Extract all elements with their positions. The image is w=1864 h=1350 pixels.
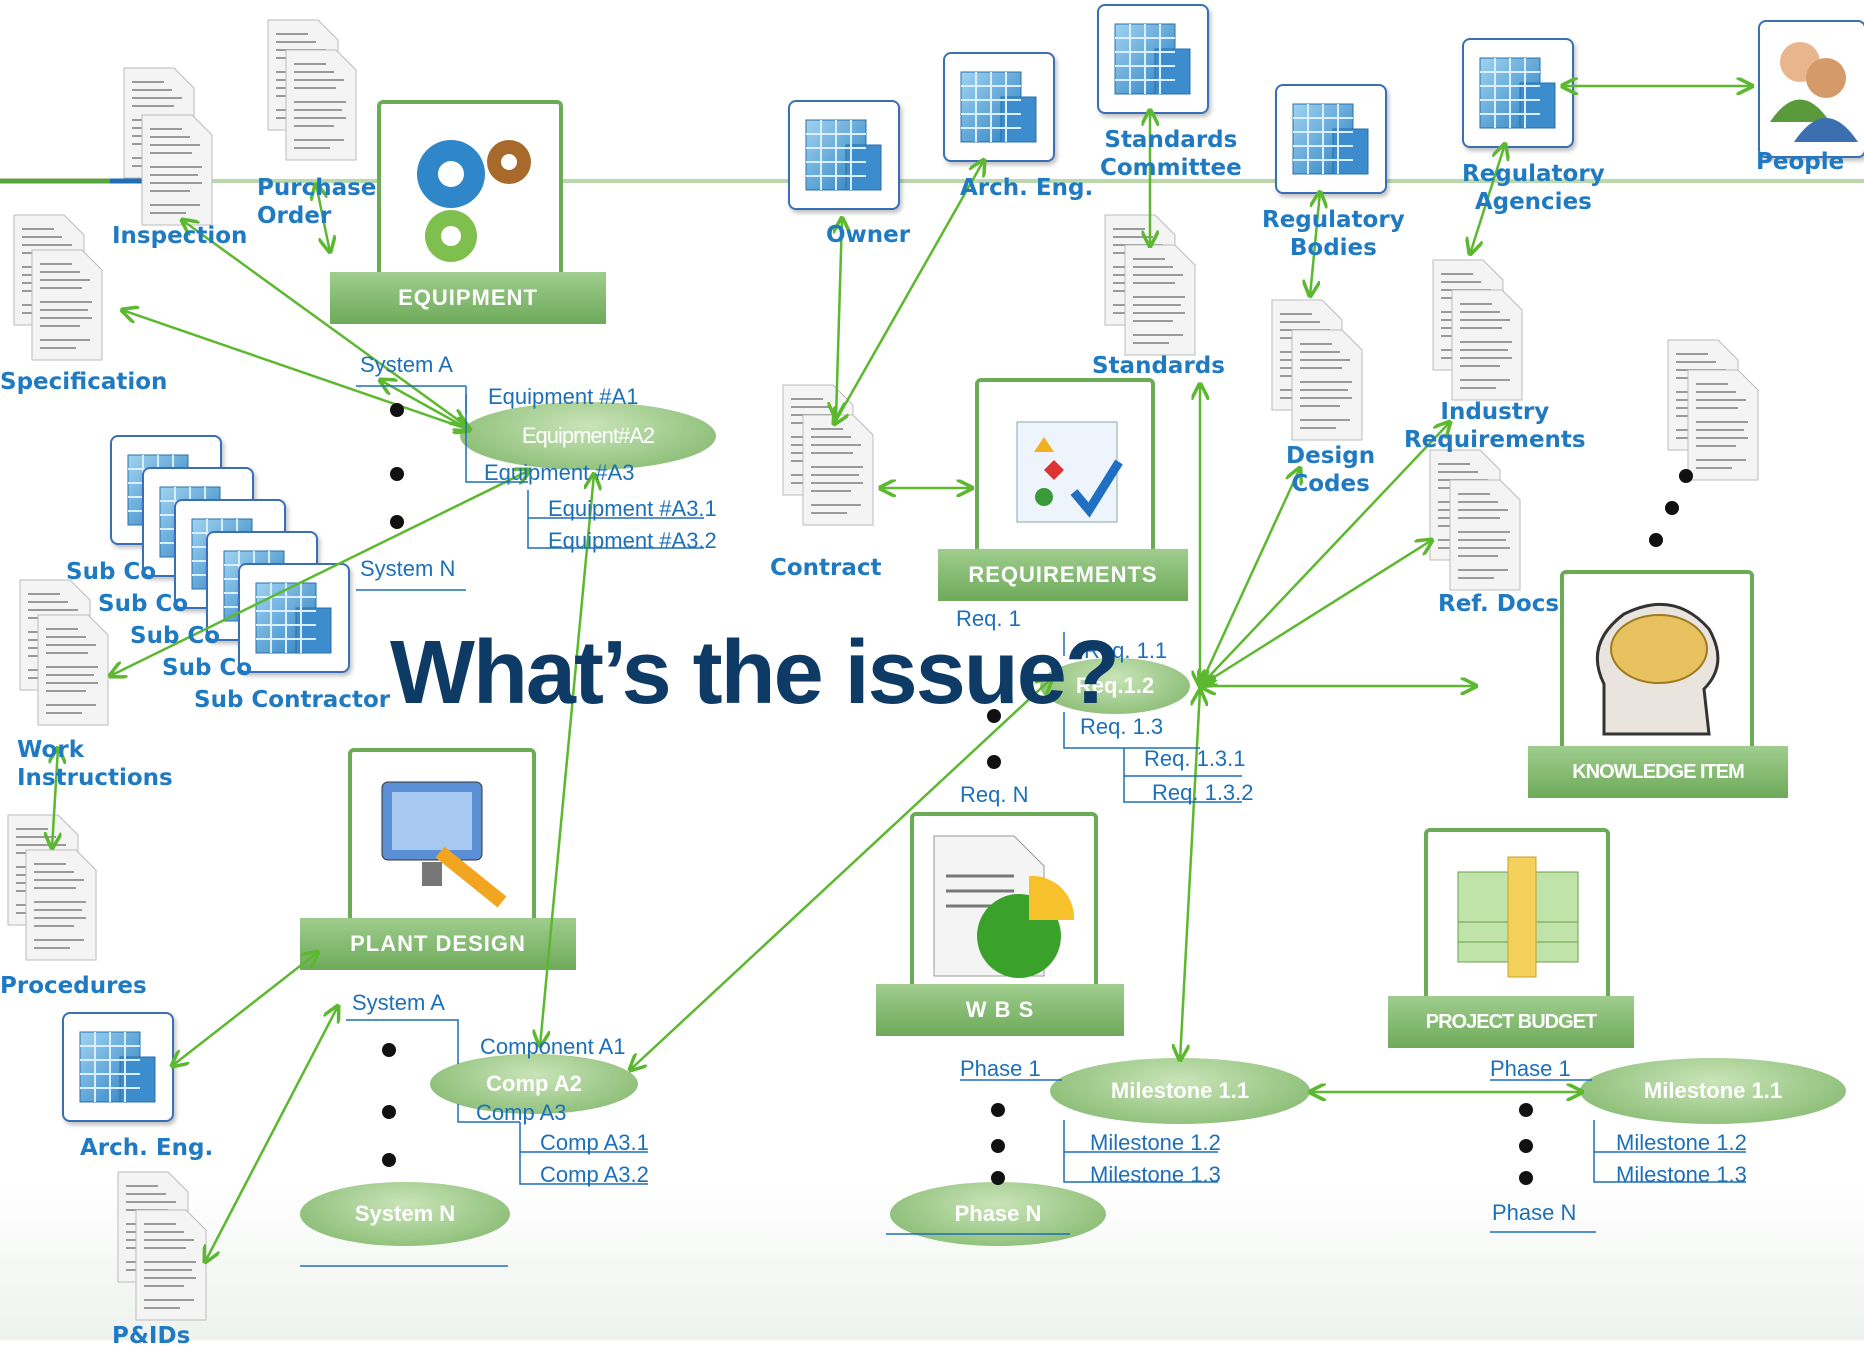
sub-contractor-label-2: Sub Co <box>98 591 189 617</box>
arch-eng-bottom-label: Arch. Eng. <box>80 1135 214 1161</box>
regulatory-agencies-icon <box>1462 38 1574 148</box>
ref-docs-label: Ref. Docs <box>1438 591 1560 617</box>
req-1-1[interactable]: Req. 1.1 <box>1084 638 1168 663</box>
arch-eng-top-label: Arch. Eng. <box>960 175 1094 201</box>
wbs-milestone-1-2[interactable]: Milestone 1.2 <box>1090 1130 1221 1155</box>
specification-label: Specification <box>0 369 168 395</box>
plant-design-banner[interactable]: PLANT DESIGN <box>300 918 576 970</box>
budget-phase-1[interactable]: Phase 1 <box>1490 1056 1571 1081</box>
comp-a3-2[interactable]: Comp A3.2 <box>540 1162 649 1187</box>
system-n-equipment[interactable]: System N <box>360 556 456 581</box>
contract-label: Contract <box>770 555 882 581</box>
requirements-module-icon[interactable] <box>975 378 1155 562</box>
wbs-milestone-1-1-node[interactable]: Milestone 1.1 <box>1050 1058 1310 1124</box>
req-1-3-1[interactable]: Req. 1.3.1 <box>1144 746 1246 771</box>
req-1-2-node[interactable]: Req.1.2 <box>1040 658 1190 714</box>
project-budget-module-icon[interactable] <box>1424 828 1610 1012</box>
standards-committee-icon <box>1097 4 1209 114</box>
regulatory-bodies-icon <box>1275 84 1387 194</box>
component-a1[interactable]: Component A1 <box>480 1034 626 1059</box>
wbs-phase-1[interactable]: Phase 1 <box>960 1056 1041 1081</box>
headline-title: What’s the issue? <box>390 623 1120 723</box>
knowledge-item-module-icon[interactable] <box>1560 570 1754 764</box>
sub-contractor-label-4: Sub Co <box>162 655 253 681</box>
budget-phase-n[interactable]: Phase N <box>1492 1200 1577 1225</box>
equipment-a3-1[interactable]: Equipment #A3.1 <box>548 496 717 521</box>
wbs-phase-n-node[interactable]: Phase N <box>890 1182 1106 1246</box>
arch-eng-bottom-icon <box>62 1012 174 1122</box>
req-1[interactable]: Req. 1 <box>956 606 1021 631</box>
equipment-a3-2[interactable]: Equipment #A3.2 <box>548 528 717 553</box>
wbs-milestone-1-3[interactable]: Milestone 1.3 <box>1090 1162 1221 1187</box>
equipment-a1[interactable]: Equipment #A1 <box>488 384 639 409</box>
pids-label: P&IDs <box>112 1323 191 1349</box>
sub-contractor-label-3: Sub Co <box>130 623 221 649</box>
system-a-design[interactable]: System A <box>352 990 445 1015</box>
project-budget-banner[interactable]: PROJECT BUDGET <box>1388 996 1634 1048</box>
sub-contractor-label: Sub Contractor <box>194 687 391 713</box>
procedures-label: Procedures <box>0 973 147 999</box>
people-label: People <box>1756 149 1845 175</box>
equipment-a2-node[interactable]: Equipment#A2 <box>460 402 716 470</box>
inspection-label: Inspection <box>112 223 248 249</box>
budget-milestone-1-3[interactable]: Milestone 1.3 <box>1616 1162 1747 1187</box>
owner-label: Owner <box>826 222 911 248</box>
arch-eng-top-icon <box>943 52 1055 162</box>
equipment-a3[interactable]: Equipment #A3 <box>484 460 635 485</box>
req-1-3[interactable]: Req. 1.3 <box>1080 714 1164 739</box>
comp-a3[interactable]: Comp A3 <box>476 1100 567 1125</box>
budget-milestone-1-1-node[interactable]: Milestone 1.1 <box>1580 1058 1846 1124</box>
req-1-3-2[interactable]: Req. 1.3.2 <box>1152 780 1254 805</box>
comp-a2-node[interactable]: Comp A2 <box>430 1054 638 1114</box>
people-icon <box>1758 20 1864 158</box>
knowledge-item-banner[interactable]: KNOWLEDGE ITEM <box>1528 746 1788 798</box>
req-n[interactable]: Req. N <box>960 782 1029 807</box>
requirements-banner[interactable]: REQUIREMENTS <box>938 549 1188 601</box>
sub-contractor-label-1: Sub Co <box>66 559 157 585</box>
standards-label: Standards <box>1092 353 1225 379</box>
budget-milestone-1-2[interactable]: Milestone 1.2 <box>1616 1130 1747 1155</box>
system-a-equipment[interactable]: System A <box>360 352 453 377</box>
comp-a3-1[interactable]: Comp A3.1 <box>540 1130 649 1155</box>
